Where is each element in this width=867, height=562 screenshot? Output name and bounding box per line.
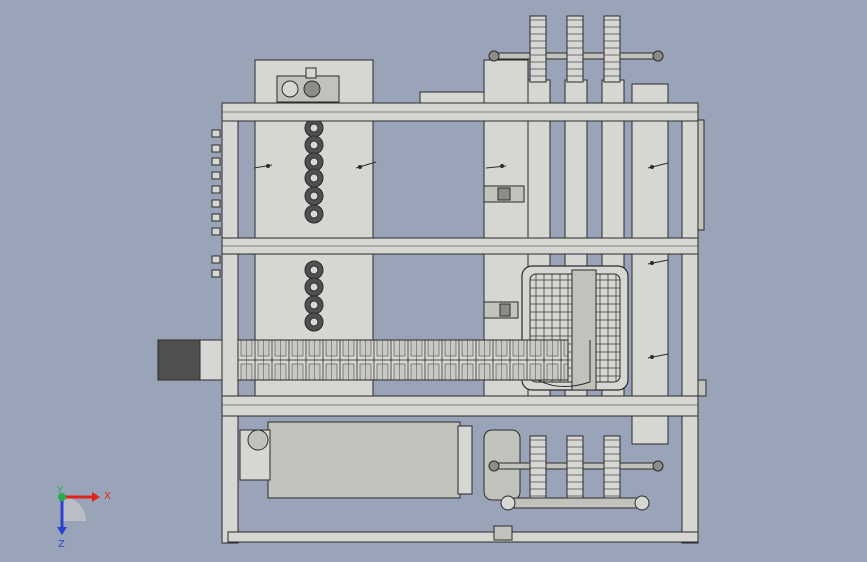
x-axis-label: X <box>104 491 111 502</box>
bolt <box>211 199 221 208</box>
gear <box>529 15 547 83</box>
lower-shaft <box>493 495 650 541</box>
drive-motor-housing <box>239 421 521 501</box>
y-axis-dot <box>58 493 66 501</box>
bolt <box>211 144 221 153</box>
locator-pins <box>253 161 669 359</box>
bolt <box>211 269 221 278</box>
horizontal-conveyor-chain <box>157 339 591 387</box>
top-gear-stack <box>488 15 664 83</box>
bolt <box>211 185 221 194</box>
gear <box>603 15 621 83</box>
top-motor <box>276 67 340 103</box>
right-side-bracket <box>697 119 707 397</box>
main-frame <box>221 102 699 544</box>
bolt <box>211 171 221 180</box>
bolt <box>211 213 221 222</box>
coordinate-triad: X Y Z <box>56 485 111 550</box>
clamp-brackets <box>483 185 525 319</box>
bolt <box>211 157 221 166</box>
gear <box>566 15 584 83</box>
vertical-roller-column <box>304 118 324 332</box>
y-axis-label: Y <box>56 485 64 496</box>
bolt <box>211 227 221 236</box>
z-axis-label: Z <box>58 539 65 550</box>
bolt <box>211 255 221 264</box>
bolt <box>211 129 221 138</box>
left-side-bolts <box>211 129 221 278</box>
